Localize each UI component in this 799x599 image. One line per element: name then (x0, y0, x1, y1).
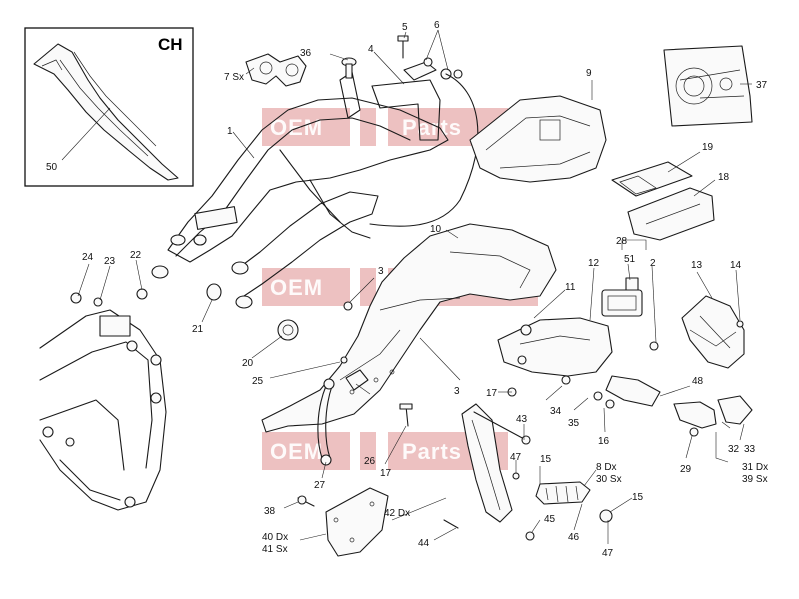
callout-41-sx: 42 Dx (384, 508, 410, 519)
callout-35: 35 (568, 418, 580, 429)
callout-31-dx: 39 Sx (742, 474, 768, 485)
callout-37: 37 (756, 80, 768, 91)
parts-20-21 (206, 283, 299, 341)
part-36-cap (341, 57, 357, 79)
callout-26: 26 (364, 456, 376, 467)
callout-24: 24 (82, 252, 94, 263)
callout-33: 33 (744, 444, 756, 455)
part-39-40-guard (297, 487, 389, 557)
parts-5-6-hardware (369, 35, 479, 227)
part-9-tray (469, 95, 607, 183)
part-28-light (601, 277, 643, 317)
inset-ch: CH (24, 27, 194, 187)
callout-25: 25 (252, 376, 264, 387)
svg-text:OEM: OEM (270, 115, 323, 140)
callout-36: 36 (300, 48, 312, 59)
callout-23: 23 (104, 256, 116, 267)
callout-15-right: 15 (632, 492, 644, 503)
callout-40-dx: 41 Sx (262, 544, 288, 555)
callout-38: 38 (264, 506, 276, 517)
callout-4: 4 (368, 44, 374, 55)
callout-50: 51 (624, 254, 636, 265)
callout-39-sx: 40 Dx (262, 532, 288, 543)
callout-16: 16 (598, 436, 610, 447)
part-41-42-hanger (461, 403, 531, 523)
callout-22: 22 (130, 250, 142, 261)
callout-49: 50 (46, 162, 58, 173)
callout-1: 1 (227, 126, 233, 137)
part-18-tool-roll (627, 187, 715, 241)
part-19-booklet (611, 161, 693, 197)
callout-14: 14 (730, 260, 742, 271)
svg-text:OEM: OEM (270, 275, 323, 300)
callout-19: 19 (702, 142, 714, 153)
part-48-stalk (605, 375, 753, 437)
callout-18: 18 (718, 172, 730, 183)
callout-21: 21 (192, 324, 204, 335)
callout-47-upper: 47 (510, 452, 522, 463)
callout-48: 48 (692, 376, 704, 387)
callout-45: 45 (544, 514, 556, 525)
rear-subframe (151, 71, 449, 309)
part-13-plate (681, 295, 745, 369)
callout-43: 43 (516, 414, 528, 425)
svg-text:Parts: Parts (402, 115, 462, 140)
parts-25-26-27 (317, 356, 413, 466)
callout-6: 6 (434, 20, 440, 31)
callout-12: 12 (588, 258, 600, 269)
part-10-undertray (261, 223, 557, 433)
callout-20: 20 (242, 358, 254, 369)
callout-17-upper: 17 (486, 388, 498, 399)
callout-3-top: 3 (378, 266, 384, 277)
callout-2: 2 (650, 258, 656, 269)
callout-10: 10 (430, 224, 442, 235)
part-12-bracket (497, 317, 613, 377)
callout-8-dx: 30 Sx (596, 474, 622, 485)
callout-44: 44 (418, 538, 430, 549)
callout-7-sx: 8 Dx (596, 462, 617, 473)
main-frame-sketch (39, 288, 167, 511)
callout-30-sx: 31 Dx (742, 462, 768, 473)
leader-lines (77, 29, 752, 544)
part-51-clamp (245, 53, 307, 87)
callout-34: 34 (550, 406, 562, 417)
callout-47-lower: 47 (602, 548, 614, 559)
svg-text:OEM: OEM (270, 439, 323, 464)
callout-32: 32 (728, 444, 740, 455)
callout-5: 5 (402, 22, 408, 33)
callout-13: 13 (691, 260, 703, 271)
callout-11: 11 (565, 282, 576, 293)
callout-51: 7 Sx (224, 72, 244, 83)
inset-label: CH (158, 35, 183, 54)
callout-29: 29 (680, 464, 692, 475)
callout-15-left: 15 (540, 454, 552, 465)
svg-text:Parts: Parts (402, 439, 462, 464)
callout-17-lower: 17 (380, 468, 392, 479)
callout-3-bottom: 3 (454, 386, 460, 397)
part-7-8-footpeg (443, 481, 613, 541)
callout-27: 27 (314, 480, 326, 491)
callout-labels: 1 2 3 3 4 5 6 9 10 11 12 13 14 15 15 16 … (46, 20, 768, 559)
part-37-cover (663, 45, 753, 127)
callout-9: 9 (586, 68, 592, 79)
callout-46: 46 (568, 532, 580, 543)
callout-28: 28 (616, 236, 628, 247)
